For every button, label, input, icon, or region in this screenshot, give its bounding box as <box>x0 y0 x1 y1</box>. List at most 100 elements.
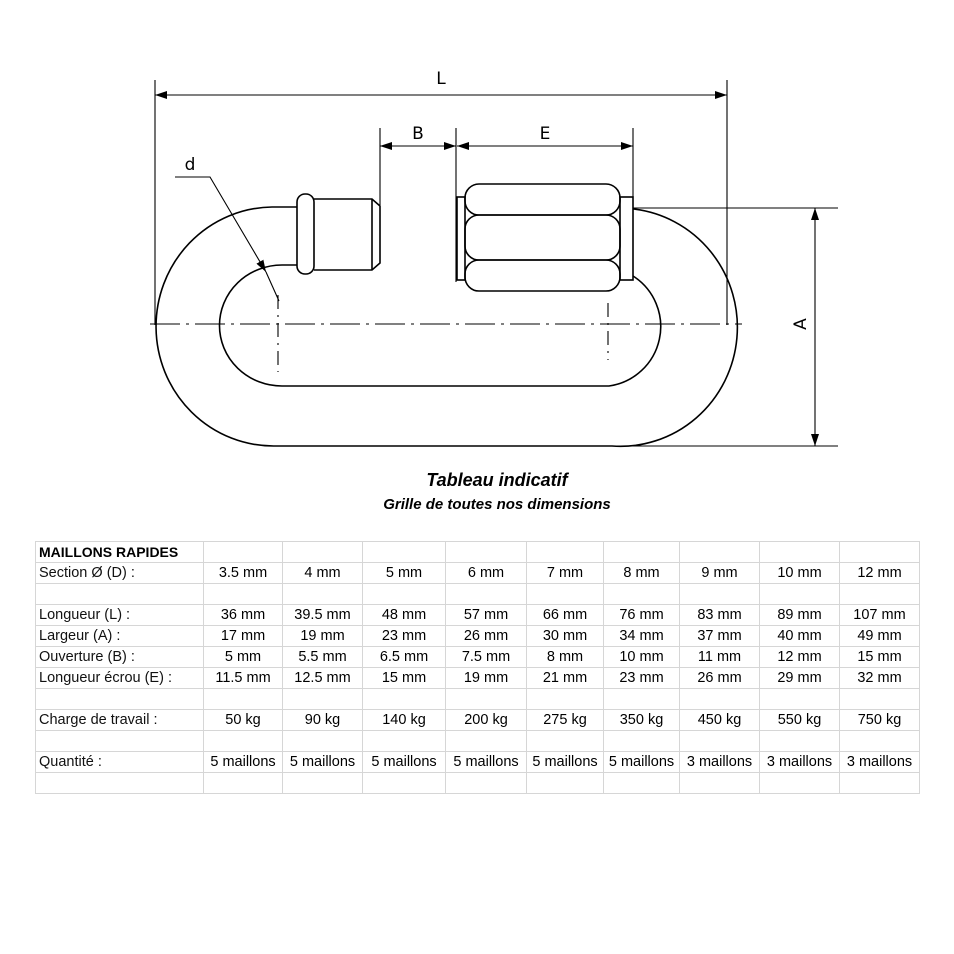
table-cell <box>679 688 760 710</box>
table-cell: 15 mm <box>839 646 920 668</box>
label-d: d <box>185 155 196 175</box>
label-A: A <box>791 318 811 330</box>
table-cell <box>362 772 446 794</box>
table-cell <box>759 583 840 605</box>
table-cell <box>759 772 840 794</box>
table-cell: 5.5 mm <box>282 646 363 668</box>
table-spacer-row <box>35 730 920 752</box>
table-cell: 12.5 mm <box>282 667 363 689</box>
threaded-end <box>314 198 381 271</box>
row-label <box>35 583 204 605</box>
table-cell: 89 mm <box>759 604 840 626</box>
table-cell: 350 kg <box>603 709 680 731</box>
table-cell: 19 mm <box>445 667 527 689</box>
table-cell: 23 mm <box>362 625 446 647</box>
table-cell <box>526 730 604 752</box>
table-cell: 5 maillons <box>603 751 680 773</box>
row-label: Largeur (A) : <box>35 625 204 647</box>
row-label: Charge de travail : <box>35 709 204 731</box>
nut-right-flange <box>619 196 634 281</box>
table-cell: 7.5 mm <box>445 646 527 668</box>
table-cell: 36 mm <box>203 604 283 626</box>
table-cell: 48 mm <box>362 604 446 626</box>
sleeve-collar <box>296 193 315 275</box>
table-cell: 26 mm <box>445 625 527 647</box>
table-cell: 5 maillons <box>362 751 446 773</box>
nut-left-flange <box>456 196 466 281</box>
table-cell: 5 mm <box>203 646 283 668</box>
table-spacer-row <box>35 688 920 710</box>
table-cell: 90 kg <box>282 709 363 731</box>
table-cell: 39.5 mm <box>282 604 363 626</box>
table-cell <box>679 772 760 794</box>
table-cell: 550 kg <box>759 709 840 731</box>
table-cell: 23 mm <box>603 667 680 689</box>
label-B: B <box>412 124 424 144</box>
table-cell: 37 mm <box>679 625 760 647</box>
quick-link-technical-drawing: L B E d A <box>150 69 838 448</box>
table-cell: 8 mm <box>603 562 680 584</box>
table-cell <box>362 583 446 605</box>
table-cell <box>282 583 363 605</box>
table-cell: 8 mm <box>526 646 604 668</box>
table-cell: 7 mm <box>526 562 604 584</box>
table-cell: 5 maillons <box>282 751 363 773</box>
table-spacer-row <box>35 583 920 605</box>
table-cell: 107 mm <box>839 604 920 626</box>
row-label <box>35 688 204 710</box>
row-label <box>35 772 204 794</box>
table-cell: 3 maillons <box>839 751 920 773</box>
table-cell: 50 kg <box>203 709 283 731</box>
table-cell: 49 mm <box>839 625 920 647</box>
table-cell: 200 kg <box>445 709 527 731</box>
link-inner-left <box>218 264 662 387</box>
table-cell <box>203 583 283 605</box>
table-subtitle: Grille de toutes nos dimensions <box>383 496 611 513</box>
table-cell: 140 kg <box>362 709 446 731</box>
table-cell: 12 mm <box>839 562 920 584</box>
table-cell: 3 maillons <box>759 751 840 773</box>
table-cell: 3.5 mm <box>203 562 283 584</box>
row-label: Ouverture (B) : <box>35 646 204 668</box>
table-cell <box>679 583 760 605</box>
table-cell <box>839 583 920 605</box>
table-cell <box>203 730 283 752</box>
table-cell: 30 mm <box>526 625 604 647</box>
table-spacer-row <box>35 772 920 794</box>
dimension-d-leader <box>175 176 267 273</box>
table-cell <box>445 772 527 794</box>
label-E: E <box>540 124 551 144</box>
table-cell <box>526 688 604 710</box>
table-cell <box>679 730 760 752</box>
label-L: L <box>436 69 446 89</box>
table-cell: 21 mm <box>526 667 604 689</box>
table-cell <box>603 583 680 605</box>
table-cell: 10 mm <box>759 562 840 584</box>
table-cell <box>445 730 527 752</box>
table-cell: 12 mm <box>759 646 840 668</box>
table-cell <box>362 730 446 752</box>
table-cell: 40 mm <box>759 625 840 647</box>
table-cell: 5 mm <box>362 562 446 584</box>
table-cell: 32 mm <box>839 667 920 689</box>
table-cell <box>203 772 283 794</box>
table-cell: 9 mm <box>679 562 760 584</box>
table-cell: 66 mm <box>526 604 604 626</box>
table-cell <box>839 772 920 794</box>
row-label: Section Ø (D) : <box>35 562 204 584</box>
table-cell: 15 mm <box>362 667 446 689</box>
table-header: MAILLONS RAPIDES <box>35 541 204 563</box>
table-cell <box>282 730 363 752</box>
table-cell: 5 maillons <box>203 751 283 773</box>
table-cell: 26 mm <box>679 667 760 689</box>
table-cell <box>603 772 680 794</box>
table-cell <box>603 688 680 710</box>
table-cell <box>759 688 840 710</box>
link-outer-left <box>155 206 739 448</box>
